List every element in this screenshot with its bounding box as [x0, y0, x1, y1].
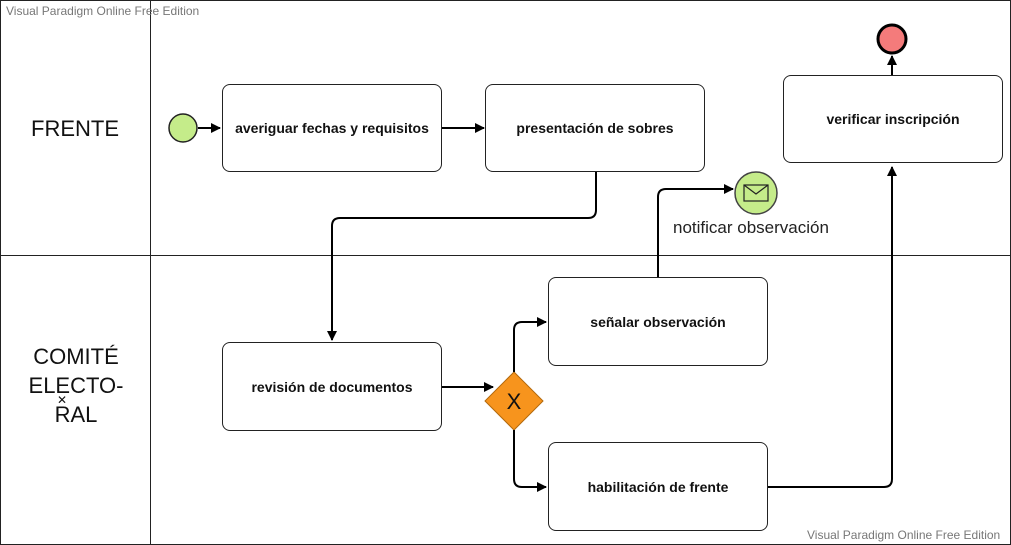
flow-gateway-to-habilitacion: [513, 430, 547, 492]
lane-label-comite: COMITÉ ELECTO- RAL: [0, 342, 152, 429]
flow-habilitacion-to-verificar: [768, 166, 897, 488]
flow-presentacion-to-revision: [327, 172, 597, 341]
exclusive-gateway[interactable]: X: [484, 371, 544, 431]
start-event[interactable]: [168, 113, 198, 143]
task-senalar[interactable]: señalar observación: [548, 277, 768, 366]
watermark-top: Visual Paradigm Online Free Edition: [6, 4, 200, 18]
gateway-symbol: X: [507, 389, 522, 414]
message-event-label: notificar observación: [673, 218, 829, 237]
flow-senalar-to-message: [657, 184, 734, 277]
end-event[interactable]: [876, 23, 908, 55]
message-event[interactable]: [734, 171, 778, 215]
task-revision[interactable]: revisión de documentos: [222, 342, 442, 431]
label-mark: ✕: [57, 393, 67, 407]
task-averiguar[interactable]: averiguar fechas y requisitos: [222, 84, 442, 172]
lane-label-frente: FRENTE: [0, 114, 150, 143]
watermark-bottom: Visual Paradigm Online Free Edition: [807, 528, 1001, 542]
lane-label-line: FRENTE: [31, 116, 119, 141]
lane-label-line: ELECTO-: [28, 373, 124, 398]
lane-label-line: RAL: [54, 402, 98, 427]
lane-label-line: COMITÉ: [33, 344, 119, 369]
task-verificar[interactable]: verificar inscripción: [783, 75, 1003, 163]
task-habilitacion[interactable]: habilitación de frente: [548, 442, 768, 531]
task-presentacion[interactable]: presentación de sobres: [485, 84, 705, 172]
flow-gateway-to-senalar: [513, 317, 547, 372]
